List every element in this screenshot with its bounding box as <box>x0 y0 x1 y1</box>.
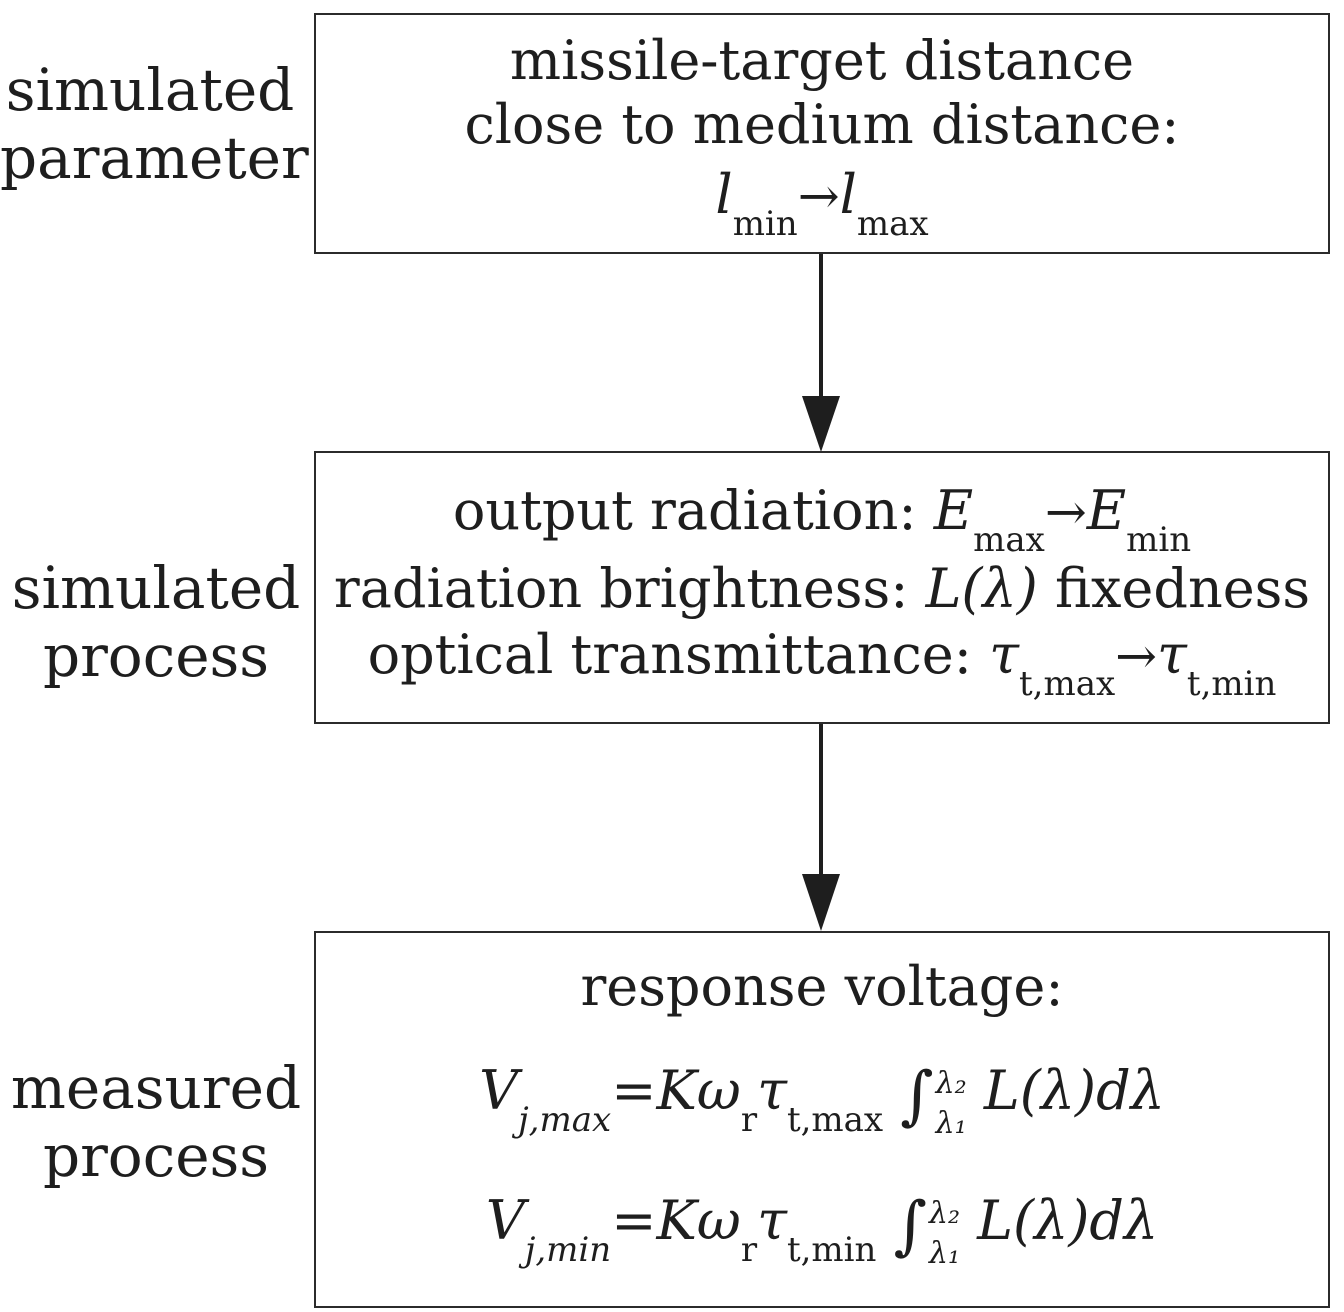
tau-max-subscript: t,max <box>1018 664 1116 704</box>
label-measured-process: measured process <box>6 1054 306 1190</box>
box1-line1: missile-target distance <box>509 29 1135 92</box>
integral-sign: ∫ <box>893 1189 927 1263</box>
l-symbol: l <box>839 163 857 226</box>
box2-output-radiation: output radiation: Emax→Emin <box>316 479 1328 560</box>
integral-sign: ∫ <box>900 1059 934 1133</box>
label-line: simulated <box>11 554 301 622</box>
arrow-2-head <box>802 874 840 931</box>
label-line: measured <box>10 1054 302 1122</box>
label-line: process <box>42 1122 270 1190</box>
arrow-symbol: → <box>1115 627 1158 685</box>
E-symbol: E <box>1086 479 1127 542</box>
integrand: L(λ)dλ <box>983 1059 1165 1122</box>
arrow-symbol: → <box>797 167 840 225</box>
lower-limit: λ₁ <box>928 1236 960 1271</box>
tau-symbol: τ <box>989 623 1019 686</box>
integrand: L(λ)dλ <box>977 1189 1159 1252</box>
l-max-subscript: max <box>856 204 929 244</box>
box1-line2: close to medium distance: <box>464 93 1180 156</box>
label-line: parameter <box>0 124 309 192</box>
E-max-subscript: max <box>973 520 1045 560</box>
V-symbol: V <box>479 1059 519 1122</box>
box1-formula: lmin→lmax <box>316 163 1328 244</box>
L-lambda-symbol: L(λ) <box>925 557 1038 620</box>
K-omega-symbol: Kω <box>656 1189 741 1252</box>
tau-symbol: τ <box>757 1189 787 1252</box>
E-min-subscript: min <box>1126 520 1192 560</box>
r-subscript: r <box>740 1100 758 1140</box>
lower-limit: λ₁ <box>935 1106 967 1141</box>
l-min-subscript: min <box>732 204 798 244</box>
formula-V-min: Vj,min=Kωrτt,min ∫λ₂ λ₁ L(λ)dλ <box>316 1189 1328 1274</box>
label-simulated-process: simulated process <box>6 554 306 690</box>
V-max-subscript: j,max <box>518 1100 612 1140</box>
tau-min-subscript: t,min <box>786 1230 877 1270</box>
E-symbol: E <box>933 479 974 542</box>
tau-symbol: τ <box>757 1059 787 1122</box>
arrow-symbol: → <box>1044 483 1087 541</box>
fixedness-text: fixedness <box>1037 557 1311 620</box>
box3-title: response voltage: <box>580 955 1064 1018</box>
integral-limits: λ₂ λ₁ <box>929 1194 960 1274</box>
equals-sign: = <box>611 1059 657 1122</box>
box-simulated-process: output radiation: Emax→Emin radiation br… <box>314 451 1330 724</box>
V-min-subscript: j,min <box>524 1230 612 1270</box>
box-simulated-parameter: missile-target distance close to medium … <box>314 13 1330 254</box>
upper-limit: λ₂ <box>935 1066 967 1101</box>
tau-max-subscript: t,max <box>786 1100 884 1140</box>
formula-V-max: Vj,max=Kωrτt,max ∫λ₂ λ₁ L(λ)dλ <box>316 1059 1328 1144</box>
output-radiation-label: output radiation: <box>452 479 934 542</box>
radiation-brightness-label: radiation brightness: <box>333 557 926 620</box>
tau-symbol: τ <box>1157 623 1187 686</box>
label-line: simulated <box>5 56 295 124</box>
label-line: process <box>42 622 270 690</box>
K-omega-symbol: Kω <box>656 1059 741 1122</box>
equals-sign: = <box>611 1189 657 1252</box>
label-simulated-parameter: simulated parameter <box>0 56 309 192</box>
tau-min-subscript: t,min <box>1186 664 1277 704</box>
V-symbol: V <box>485 1189 525 1252</box>
integral-limits: λ₂ λ₁ <box>936 1064 967 1144</box>
l-symbol: l <box>715 163 733 226</box>
r-subscript: r <box>740 1230 758 1270</box>
arrow-1-head <box>802 396 840 452</box>
box2-radiation-brightness: radiation brightness: L(λ) fixedness <box>316 557 1328 620</box>
box2-optical-transmittance: optical transmittance: τt,max→τt,min <box>316 623 1328 704</box>
upper-limit: λ₂ <box>928 1196 960 1231</box>
optical-transmittance-label: optical transmittance: <box>367 623 990 686</box>
